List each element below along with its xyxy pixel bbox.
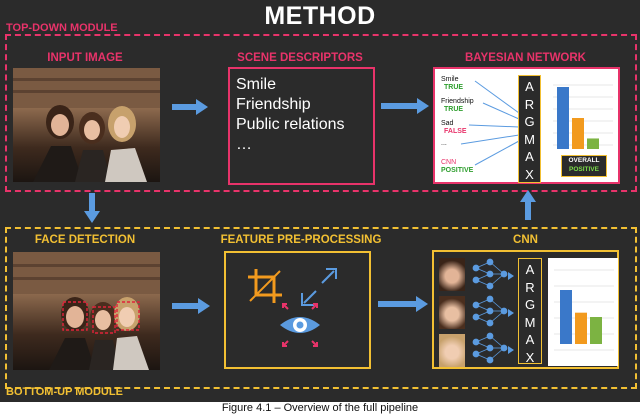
descriptor-item: …	[236, 136, 252, 153]
resize-icon	[301, 268, 337, 306]
bar	[557, 87, 569, 149]
bn-edges	[460, 80, 524, 166]
bayesian-network-header: BAYESIAN NETWORK	[465, 52, 586, 64]
cnn-box: A R G M A X	[432, 250, 619, 369]
descriptor-item: Public relations	[236, 116, 345, 133]
face-box	[62, 301, 88, 331]
argmax-block-bottom: A R G M A X	[518, 258, 542, 365]
face-box	[92, 306, 116, 334]
bayesian-network-box: Smile TRUE Friendship TRUE Sad FALSE ...…	[433, 67, 620, 184]
bn-node: ...	[441, 140, 447, 147]
arrow-input-to-descriptors	[172, 99, 208, 115]
face-thumbnail	[439, 296, 465, 329]
arrow-faces-to-preprocessing	[172, 298, 210, 314]
arrow-input-to-face-detection	[84, 193, 100, 223]
face-box	[116, 301, 140, 331]
bottom-up-module-frame	[5, 227, 637, 389]
crop-icon	[248, 269, 282, 303]
arrow-cnn-to-bayesian	[520, 190, 536, 220]
overall-result-box: OVERALL POSITIVE	[561, 155, 607, 177]
bar	[590, 317, 602, 344]
cnn-header: CNN	[513, 234, 538, 246]
input-image-photo	[13, 68, 160, 182]
descriptor-item: Smile	[236, 76, 277, 93]
feature-preprocessing-box	[224, 251, 371, 369]
focus-corners-icon	[282, 303, 318, 347]
face-detection-header: FACE DETECTION	[34, 234, 136, 246]
eye-icon	[280, 317, 320, 333]
bn-bar-chart	[553, 84, 613, 149]
top-down-module-label: TOP-DOWN MODULE	[6, 22, 118, 34]
arrow-descriptors-to-bayesian	[381, 98, 429, 114]
arrow-preprocessing-to-cnn	[378, 296, 428, 312]
input-image-header: INPUT IMAGE	[47, 52, 123, 64]
neural-net-icon	[472, 295, 508, 327]
face-thumbnail	[439, 258, 465, 291]
bar	[587, 138, 599, 149]
descriptor-item: Friendship	[236, 96, 311, 113]
group-photo-illustration	[13, 68, 160, 182]
figure-caption: Figure 4.1 – Overview of the full pipeli…	[221, 402, 419, 414]
neural-network-icons	[472, 258, 514, 364]
cnn-bar-chart	[548, 258, 618, 366]
bar	[575, 312, 587, 344]
scene-descriptors-box: Smile Friendship Public relations …	[228, 67, 375, 185]
scene-descriptors-header: SCENE DESCRIPTORS	[237, 52, 363, 64]
feature-preprocessing-header: FEATURE PRE-PROCESSING	[220, 234, 382, 246]
preprocessing-icons	[248, 268, 337, 347]
bar	[572, 118, 584, 149]
bottom-up-module-label: BOTTOM-UP MODULE	[6, 386, 123, 398]
diagram-canvas: METHOD TOP-DOWN MODULE INPUT IMAGE SCENE…	[0, 0, 640, 402]
bn-node: Sad FALSE	[441, 120, 467, 135]
face-detection-photo	[13, 252, 160, 370]
bn-node: CNN POSITIVE	[441, 159, 474, 174]
diagram-title: METHOD	[264, 2, 376, 30]
neural-net-icon	[472, 258, 508, 290]
face-thumbnail	[439, 334, 465, 367]
argmax-block-top: A R G M A X	[518, 75, 541, 183]
bn-node: Friendship TRUE	[441, 98, 474, 113]
bar	[560, 290, 572, 344]
neural-net-icon	[472, 332, 508, 364]
top-down-module-frame	[5, 34, 637, 192]
bn-node: Smile TRUE	[441, 76, 464, 91]
face-detection-illustration	[13, 252, 160, 370]
face-crop-thumbnails	[439, 258, 465, 367]
